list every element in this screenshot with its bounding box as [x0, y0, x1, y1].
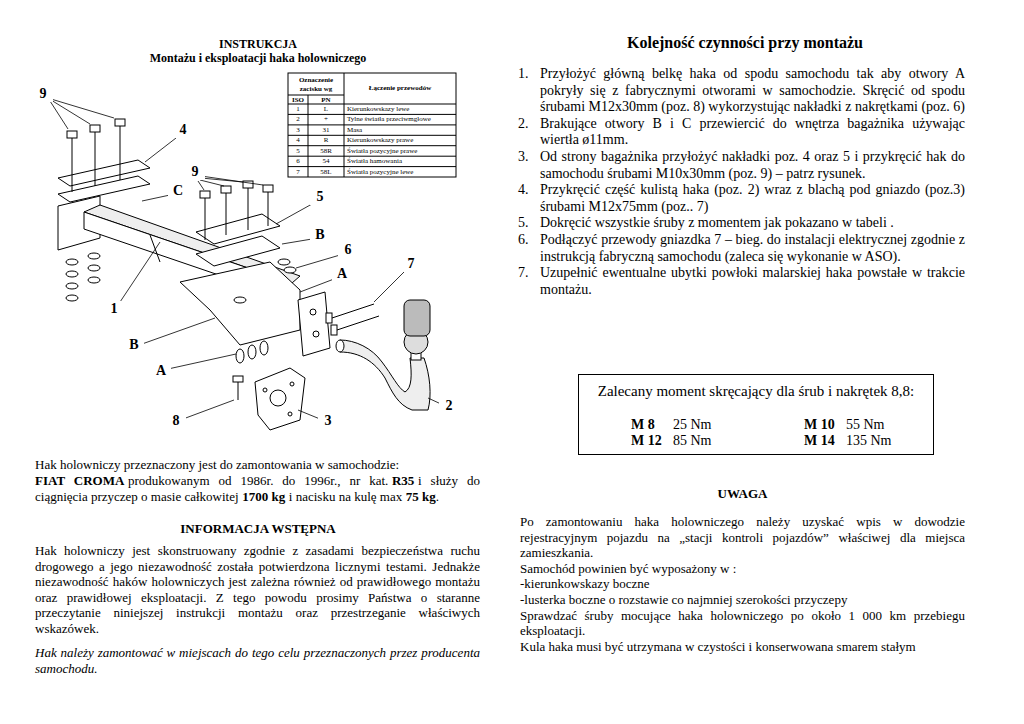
- paragraph: Sprawdzać śruby mocujące haka holownicze…: [520, 608, 965, 639]
- table-cell: 2: [288, 114, 308, 124]
- torque-value: M 10: [804, 417, 835, 433]
- torque-value: M 12: [631, 433, 662, 449]
- section-heading: Kolejność czynności przy montażu: [520, 33, 970, 52]
- torque-value: 135 Nm: [846, 433, 892, 449]
- document-title: INSTRUKCJA: [30, 37, 486, 51]
- text-bold: FIAT CROMA: [35, 473, 124, 488]
- torque-value: 55 Nm: [846, 417, 885, 433]
- torque-box: Zalecany moment skręcający dla śrub i na…: [578, 374, 934, 455]
- text-column: FIAT CROMA produkowanym od 1986r. do 1996…: [35, 473, 480, 504]
- text-column: Po zamontowaniu haka holowniczego należy…: [520, 514, 965, 654]
- table-header: Oznaczenie zacisku wg: [288, 76, 344, 93]
- paragraph: -lusterka boczne o rozstawie co najmniej…: [520, 592, 965, 608]
- table-header: PN: [308, 96, 344, 105]
- paragraph: Hak należy zamontować w miejscach do teg…: [35, 645, 480, 676]
- step-number: 5.: [518, 215, 540, 232]
- text-column: 1.Przyłożyć główną belkę haka od spodu s…: [518, 66, 966, 298]
- step-number: 2.: [518, 116, 540, 133]
- text-span: .: [436, 489, 439, 504]
- section-heading: INFORMACJA WSTĘPNA: [30, 521, 486, 536]
- step-text: Dokręcić wszystkie śruby z momentem jak …: [540, 215, 965, 232]
- table-cell: 3: [288, 125, 308, 135]
- callout-number: 3: [318, 413, 338, 429]
- step-text: Od strony bagażnika przyłożyć nakładki p…: [540, 149, 965, 182]
- callout-number: 9: [185, 164, 205, 180]
- callout-number: 1: [104, 301, 124, 317]
- callout-number: 2: [439, 398, 459, 414]
- table-header: Łączenie przewodów: [344, 84, 456, 93]
- callout-number: 4: [173, 122, 193, 138]
- table-cell: 4: [288, 135, 308, 145]
- torque-value: 85 Nm: [673, 433, 712, 449]
- table-cell: R: [308, 135, 344, 145]
- torque-value: M 14: [804, 433, 835, 449]
- table-cell: 58L: [308, 167, 344, 177]
- text-bold: 1700 kg: [242, 489, 285, 504]
- paragraph: Hak holowniczy jest skonstruowany zgodni…: [35, 543, 480, 637]
- table-cell: Kierunkowskazy prawe: [347, 135, 455, 145]
- section-heading: UWAGA: [520, 486, 965, 501]
- table-cell: 54: [308, 156, 344, 166]
- step-text: Przyłożyć główną belkę haka od spodu sam…: [540, 66, 965, 116]
- callout-number: B: [124, 337, 144, 353]
- text-bold: 75 kg: [406, 489, 436, 504]
- table-cell: Tylne światła przeciwmgłowe: [347, 114, 455, 124]
- step-text: Brakujące otwory B i C przewiercić do wn…: [540, 116, 965, 149]
- torque-value: M 8: [631, 417, 655, 433]
- table-cell: 6: [288, 156, 308, 166]
- paragraph: Kula haka musi być utrzymana w czystości…: [520, 639, 965, 655]
- subtitle: Montażu i eksploatacji haka holowniczego: [30, 51, 486, 65]
- table-cell: 31: [308, 125, 344, 135]
- step-number: 6.: [518, 232, 540, 249]
- callout-number: B: [310, 227, 330, 243]
- callout-number: 7: [401, 256, 421, 272]
- step-number: 7.: [518, 265, 540, 282]
- paragraph: Po zamontowaniu haka holowniczego należy…: [520, 514, 965, 561]
- table-cell: Światła pozycyjne lewe: [347, 167, 455, 177]
- text-bold: R35: [392, 473, 414, 488]
- callout-number: A: [151, 363, 171, 379]
- callout-number: 8: [166, 413, 186, 429]
- callout-number: 6: [338, 242, 358, 258]
- text-column: Hak holowniczy jest skonstruowany zgodni…: [35, 543, 480, 637]
- table-cell: Masa: [347, 125, 455, 135]
- paragraph: -kierunkowskazy boczne: [520, 576, 965, 592]
- table-frame: [288, 73, 456, 177]
- table-cell: Światła pozycyjne prawe: [347, 146, 455, 156]
- table-cell: 1: [288, 104, 308, 114]
- callout-number: 5: [310, 189, 330, 205]
- text-span: i nacisku na kulę max: [289, 489, 402, 504]
- step-number: 4.: [518, 182, 540, 199]
- callout-number: C: [168, 183, 188, 199]
- table-cell: L: [308, 104, 344, 114]
- table-cell: 7: [288, 167, 308, 177]
- text-line: Hak holowniczy przeznaczony jest do zamo…: [35, 457, 480, 473]
- text-column: Hak holowniczy przeznaczony jest do zamo…: [35, 457, 480, 473]
- step-text: Uzupełnić ewentualne ubytki powłoki mala…: [540, 265, 965, 298]
- table-header: ISO: [288, 96, 308, 105]
- step-number: 3.: [518, 149, 540, 166]
- paragraph: Samochód powinien być wyposażony w :: [520, 561, 965, 577]
- table-cell: Kierunkowskazy lewe: [347, 104, 455, 114]
- table-cell: 58R: [308, 146, 344, 156]
- table-cell: Światła hamowania: [347, 156, 455, 166]
- text-column: Hak należy zamontować w miejscach do teg…: [35, 645, 480, 676]
- table-cell: 5: [288, 146, 308, 156]
- table-cell: +: [308, 114, 344, 124]
- text-span: produkowanym od 1986r. do 1996r., nr kat…: [128, 473, 388, 488]
- callout-number: A: [332, 266, 352, 282]
- step-text: Podłączyć przewody gniazdka 7 – bieg. do…: [540, 232, 965, 265]
- step-number: 1.: [518, 66, 540, 83]
- callout-number: 9: [33, 86, 53, 102]
- torque-value: 25 Nm: [673, 417, 712, 433]
- step-text: Przykręcić część kulistą haka (poz. 2) w…: [540, 182, 965, 215]
- box-heading: Zalecany moment skręcający dla śrub i na…: [579, 383, 933, 400]
